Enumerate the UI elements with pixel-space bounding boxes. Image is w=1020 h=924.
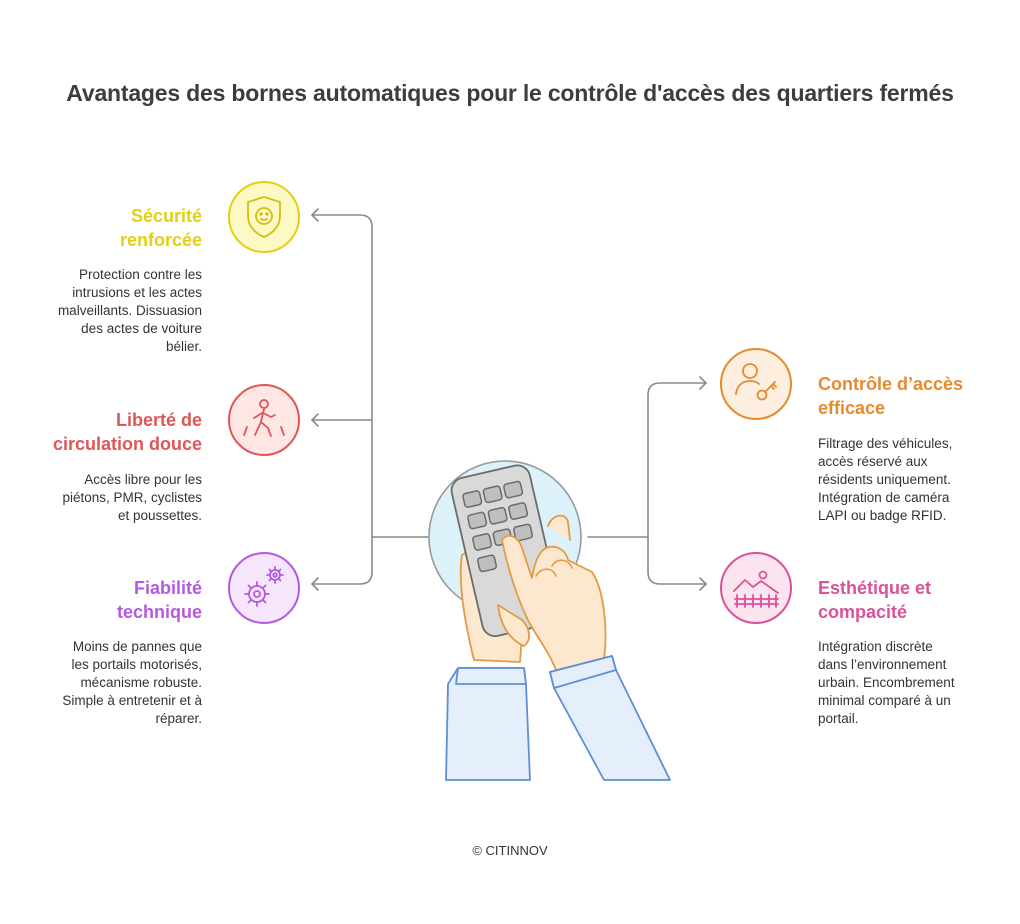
desc-line: accès réservé aux <box>818 454 928 469</box>
desc-line: Simple à entretenir et à <box>62 693 202 708</box>
gears-icon <box>228 552 300 624</box>
desc-line: les portails motorisés, <box>71 657 202 672</box>
hands-keypad-icon <box>428 460 671 781</box>
heading-securite-line2: renforcée <box>119 230 202 250</box>
desc-line: Accès libre pour les <box>84 472 202 487</box>
heading-esthetique-line2: compacité <box>818 602 908 622</box>
desc-esthetique: Intégration discrète dans l’environnemen… <box>818 638 1018 728</box>
shield-face-icon <box>228 181 300 253</box>
heading-controle-line2: efficace <box>818 398 886 418</box>
heading-controle: Contrôle d’accès efficace <box>818 372 1018 420</box>
desc-line: Protection contre les <box>78 267 202 282</box>
desc-line: et poussettes. <box>117 508 202 523</box>
desc-line: urbain. Encombrement <box>818 675 955 690</box>
heading-fiabilite-line2: technique <box>116 602 202 622</box>
heading-securite: Sécurité renforcée <box>60 204 202 252</box>
desc-securite: Protection contre les intrusions et les … <box>0 266 202 356</box>
page-title: Avantages des bornes automatiques pour l… <box>66 80 954 106</box>
user-key-icon <box>720 348 792 420</box>
heading-fiabilite-line1: Fiabilité <box>133 578 202 598</box>
desc-line: réparer. <box>155 711 202 726</box>
desc-line: Intégration discrète <box>818 639 933 654</box>
landscape-fence-icon <box>720 552 792 624</box>
footer-copyright: © CITINNOV <box>472 843 548 858</box>
desc-line: mécanisme robuste. <box>80 675 202 690</box>
heading-esthetique: Esthétique et compacité <box>818 576 1018 624</box>
desc-line: malveillants. Dissuasion <box>57 303 202 318</box>
desc-line: des actes de voiture <box>81 321 202 336</box>
desc-line: Intégration de caméra <box>818 490 950 505</box>
desc-line: LAPI ou badge RFID. <box>818 508 947 523</box>
desc-line: Filtrage des véhicules, <box>818 436 953 451</box>
desc-line: dans l’environnement <box>818 657 947 672</box>
heading-fiabilite: Fiabilité technique <box>60 576 202 624</box>
pedestrian-icon <box>228 384 300 456</box>
desc-line: bélier. <box>165 339 202 354</box>
desc-line: intrusions et les actes <box>72 285 202 300</box>
desc-liberte: Accès libre pour les piétons, PMR, cycli… <box>0 471 202 525</box>
desc-controle: Filtrage des véhicules, accès réservé au… <box>818 435 1018 525</box>
desc-line: minimal comparé à un <box>818 693 951 708</box>
desc-fiabilite: Moins de pannes que les portails motoris… <box>0 638 202 728</box>
heading-securite-line1: Sécurité <box>130 206 202 226</box>
heading-liberte-line2: circulation douce <box>52 434 202 454</box>
heading-liberte-line1: Liberté de <box>115 410 202 430</box>
heading-liberte: Liberté de circulation douce <box>20 408 202 456</box>
desc-line: Moins de pannes que <box>72 639 202 654</box>
desc-line: résidents uniquement. <box>818 472 951 487</box>
heading-controle-line1: Contrôle d’accès <box>818 374 964 394</box>
desc-line: portail. <box>818 711 859 726</box>
heading-esthetique-line1: Esthétique et <box>818 578 932 598</box>
desc-line: piétons, PMR, cyclistes <box>62 490 202 505</box>
